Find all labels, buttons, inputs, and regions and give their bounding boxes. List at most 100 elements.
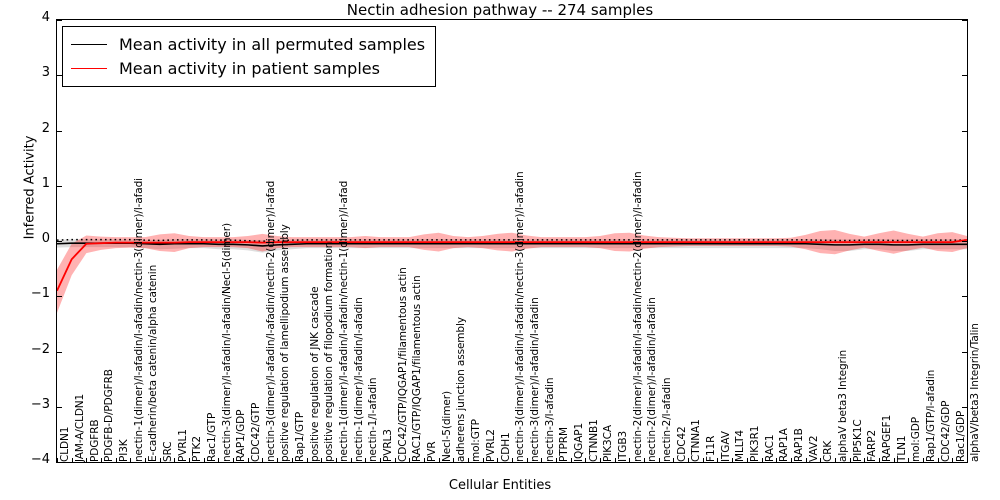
x-tick-mark <box>541 458 543 462</box>
x-tick-label: nectin-3(dimer)/l-afadin/l-afadin/nectin… <box>264 180 277 462</box>
legend-item-patient: Mean activity in patient samples <box>71 56 425 80</box>
y-tick-label: −2 <box>30 341 50 357</box>
x-tick-mark <box>702 458 704 462</box>
x-tick-mark <box>570 458 572 462</box>
y-tick-mark <box>962 462 967 463</box>
x-tick-label: nectin-1(dimer)/l-afadin/l-afadin/nectin… <box>132 178 145 462</box>
x-tick-label: PIK3CA <box>602 425 615 462</box>
x-tick-label: Necl-5(dimer) <box>440 391 453 462</box>
y-tick-label: −3 <box>30 396 50 412</box>
y-tick-mark <box>962 351 967 353</box>
y-tick-mark <box>57 296 62 298</box>
x-tick-label: RAPGEF1 <box>881 414 894 462</box>
x-tick-mark <box>321 458 323 462</box>
x-tick-label: nectin-3(dimer)/l-afadin/l-afadin/nectin… <box>514 171 527 462</box>
x-tick-mark <box>629 458 631 462</box>
x-tick-label: ITGB3 <box>616 430 629 462</box>
x-tick-label: CDC42/GTP/IQGAP1/filamentous actin <box>396 267 409 462</box>
x-tick-label: JAM-A/CLDN1 <box>73 393 86 462</box>
x-tick-label: adherens junction assembly <box>455 317 468 462</box>
x-tick-label: alphaV/beta3 Integrin/Talin <box>969 323 982 462</box>
chart-title: Nectin adhesion pathway -- 274 samples <box>346 1 654 19</box>
x-tick-mark <box>834 458 836 462</box>
y-tick-mark <box>962 185 967 187</box>
x-tick-mark <box>57 458 58 462</box>
x-tick-label: nectin-1(dimer)/l-afadin/l-afadin/nectin… <box>338 180 351 462</box>
x-tick-label: PI3K <box>117 439 130 462</box>
x-tick-mark <box>746 458 748 462</box>
x-tick-mark <box>688 458 690 462</box>
x-tick-mark <box>658 458 660 462</box>
x-tick-mark <box>585 458 587 462</box>
x-tick-label: Rac1/GDP <box>954 410 967 462</box>
x-tick-mark <box>776 458 778 462</box>
y-tick-mark <box>57 406 62 408</box>
x-tick-mark <box>203 458 205 462</box>
x-tick-label: PVRL1 <box>176 429 189 462</box>
x-tick-label: CTNNB1 <box>587 419 600 462</box>
x-tick-mark <box>101 458 103 462</box>
x-tick-mark <box>130 458 132 462</box>
x-tick-mark <box>145 458 147 462</box>
x-tick-label: CDH1 <box>499 432 512 462</box>
x-tick-label: PVRL2 <box>484 429 497 462</box>
x-tick-mark <box>189 458 191 462</box>
x-tick-mark <box>71 458 73 462</box>
x-tick-label: CDC42/GTP <box>250 402 262 462</box>
x-tick-label: mol:GDP <box>910 417 923 462</box>
x-tick-mark <box>849 458 851 462</box>
x-tick-label: CDC42 <box>675 426 688 462</box>
x-tick-mark <box>291 458 293 462</box>
x-tick-label: PDGFB-D/PDGFRB <box>103 369 116 462</box>
x-tick-mark <box>717 458 719 462</box>
x-tick-mark <box>878 458 880 462</box>
x-tick-label: SRC <box>161 441 174 462</box>
legend-item-permuted: Mean activity in all permuted samples <box>71 32 425 56</box>
y-tick-label: 1 <box>41 175 50 191</box>
x-tick-label: FARP2 <box>866 429 879 462</box>
x-tick-mark <box>335 458 337 462</box>
legend-swatch-patient <box>71 67 107 69</box>
x-tick-label: CDC42/GDP <box>939 400 952 462</box>
x-tick-mark <box>482 458 484 462</box>
x-tick-mark <box>761 458 763 462</box>
x-tick-label: nectin-3/l-afadin <box>543 377 556 462</box>
x-tick-mark <box>409 458 411 462</box>
x-tick-mark <box>732 458 734 462</box>
y-tick-label: −4 <box>30 452 50 467</box>
x-tick-mark <box>820 458 822 462</box>
x-tick-mark <box>453 458 455 462</box>
plot-area <box>56 19 968 463</box>
x-tick-label: VAV2 <box>807 435 820 463</box>
x-tick-label: nectin-3(dimer)/l-afadin/l-afadin <box>528 297 541 462</box>
x-tick-mark <box>467 458 469 462</box>
x-tick-label: positive regulation of JNK cascade <box>308 286 321 462</box>
x-tick-label: PVR <box>426 441 439 462</box>
x-tick-mark <box>614 458 616 462</box>
x-tick-label: nectin-1/l-afadin <box>367 377 380 462</box>
y-tick-mark <box>57 20 62 21</box>
y-tick-mark <box>57 462 62 463</box>
x-tick-label: alphaV beta3 Integrin <box>837 349 850 462</box>
x-tick-mark <box>512 458 513 462</box>
x-tick-mark <box>438 458 440 462</box>
x-tick-label: CTNNA1 <box>690 419 703 462</box>
x-tick-mark <box>952 458 954 462</box>
x-tick-label: PDGFRB <box>88 419 101 463</box>
x-tick-mark <box>174 458 176 462</box>
y-tick-label: 2 <box>41 120 50 136</box>
x-tick-label: E-cadherin/beta catenin/alpha catenin <box>147 264 160 462</box>
y-tick-label: 0 <box>41 231 50 246</box>
x-tick-label: PTK2 <box>191 436 204 462</box>
y-tick-label: 3 <box>41 65 50 81</box>
x-tick-mark <box>423 458 425 462</box>
y-tick-mark <box>962 406 967 408</box>
plot-svg <box>57 229 967 313</box>
x-tick-label: TLN1 <box>895 435 908 462</box>
x-tick-mark <box>306 458 308 462</box>
legend-label-patient: Mean activity in patient samples <box>119 58 380 78</box>
legend-swatch-permuted <box>71 43 107 45</box>
x-tick-mark <box>600 458 602 462</box>
x-tick-label: nectin-2(dimer)/l-afadin/l-afadin <box>646 297 659 462</box>
